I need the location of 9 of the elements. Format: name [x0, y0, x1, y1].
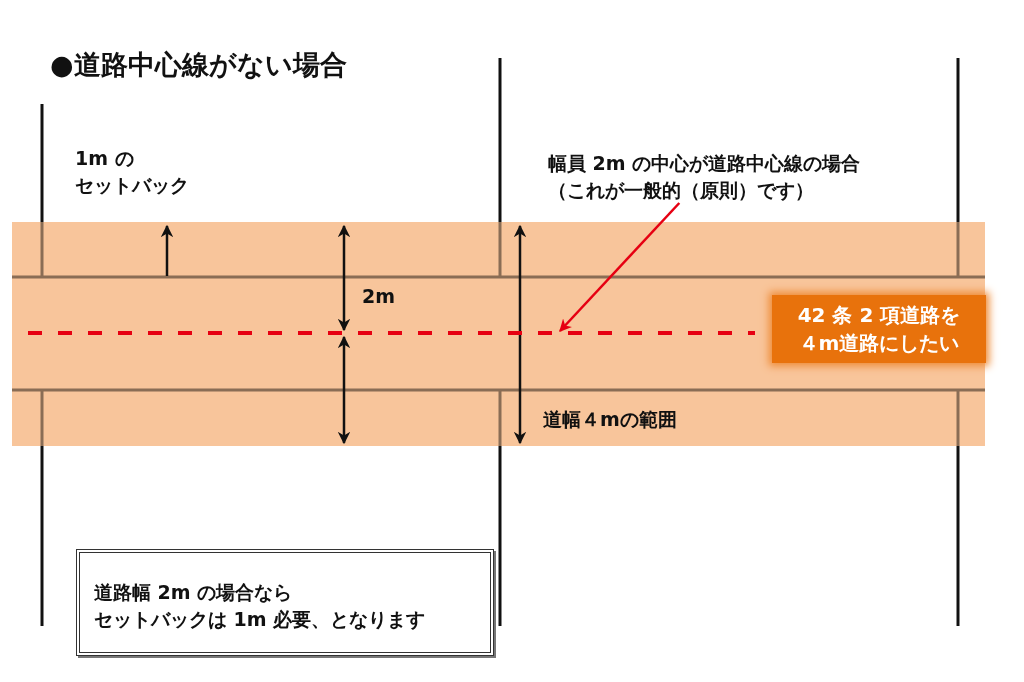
note-box: 道路幅 2m の場合ならセットバックは 1m 必要、となります — [76, 549, 494, 657]
dimension-label: 道幅４mの範囲 — [543, 407, 677, 432]
callout-text: 幅員 2m の中心が道路中心線の場合（これが一般的（原則）です） — [548, 150, 861, 204]
leader-line — [559, 202, 681, 332]
setback-label: 1m のセットバック — [75, 146, 189, 198]
title: ●道路中心線がない場合 — [50, 48, 347, 82]
dimension-label: 2m — [362, 284, 396, 309]
centerline — [28, 331, 755, 335]
highlight-box: 42 条 2 項道路を４m道路にしたい — [772, 295, 986, 363]
